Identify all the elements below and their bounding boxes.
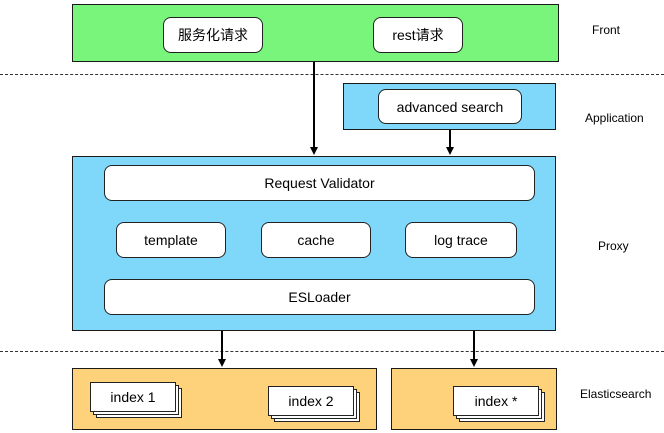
elasticsearch-layer-label: Elasticsearch xyxy=(580,387,652,401)
index-2-label: index 2 xyxy=(268,386,354,416)
index-1-stack: index 1 xyxy=(90,382,182,418)
index-star-label: index * xyxy=(453,386,539,416)
esloader-box: ESLoader xyxy=(104,279,535,315)
front-layer-label: Front xyxy=(592,23,621,37)
separator-proxy-elasticsearch xyxy=(0,351,664,352)
advanced-search-box: advanced search xyxy=(378,89,522,124)
service-request-box: 服务化请求 xyxy=(163,17,263,53)
index-1-label: index 1 xyxy=(90,382,176,412)
proxy-layer-label: Proxy xyxy=(598,239,629,253)
request-validator-box: Request Validator xyxy=(104,165,535,201)
rest-request-box: rest请求 xyxy=(373,17,463,53)
front-layer xyxy=(72,4,559,62)
index-star-stack: index * xyxy=(453,386,545,422)
cache-box: cache xyxy=(261,222,371,258)
template-box: template xyxy=(116,222,226,258)
index-2-stack: index 2 xyxy=(268,386,360,422)
application-layer-label: Application xyxy=(585,111,644,125)
log-trace-box: log trace xyxy=(405,222,517,258)
separator-front-application xyxy=(0,74,664,75)
